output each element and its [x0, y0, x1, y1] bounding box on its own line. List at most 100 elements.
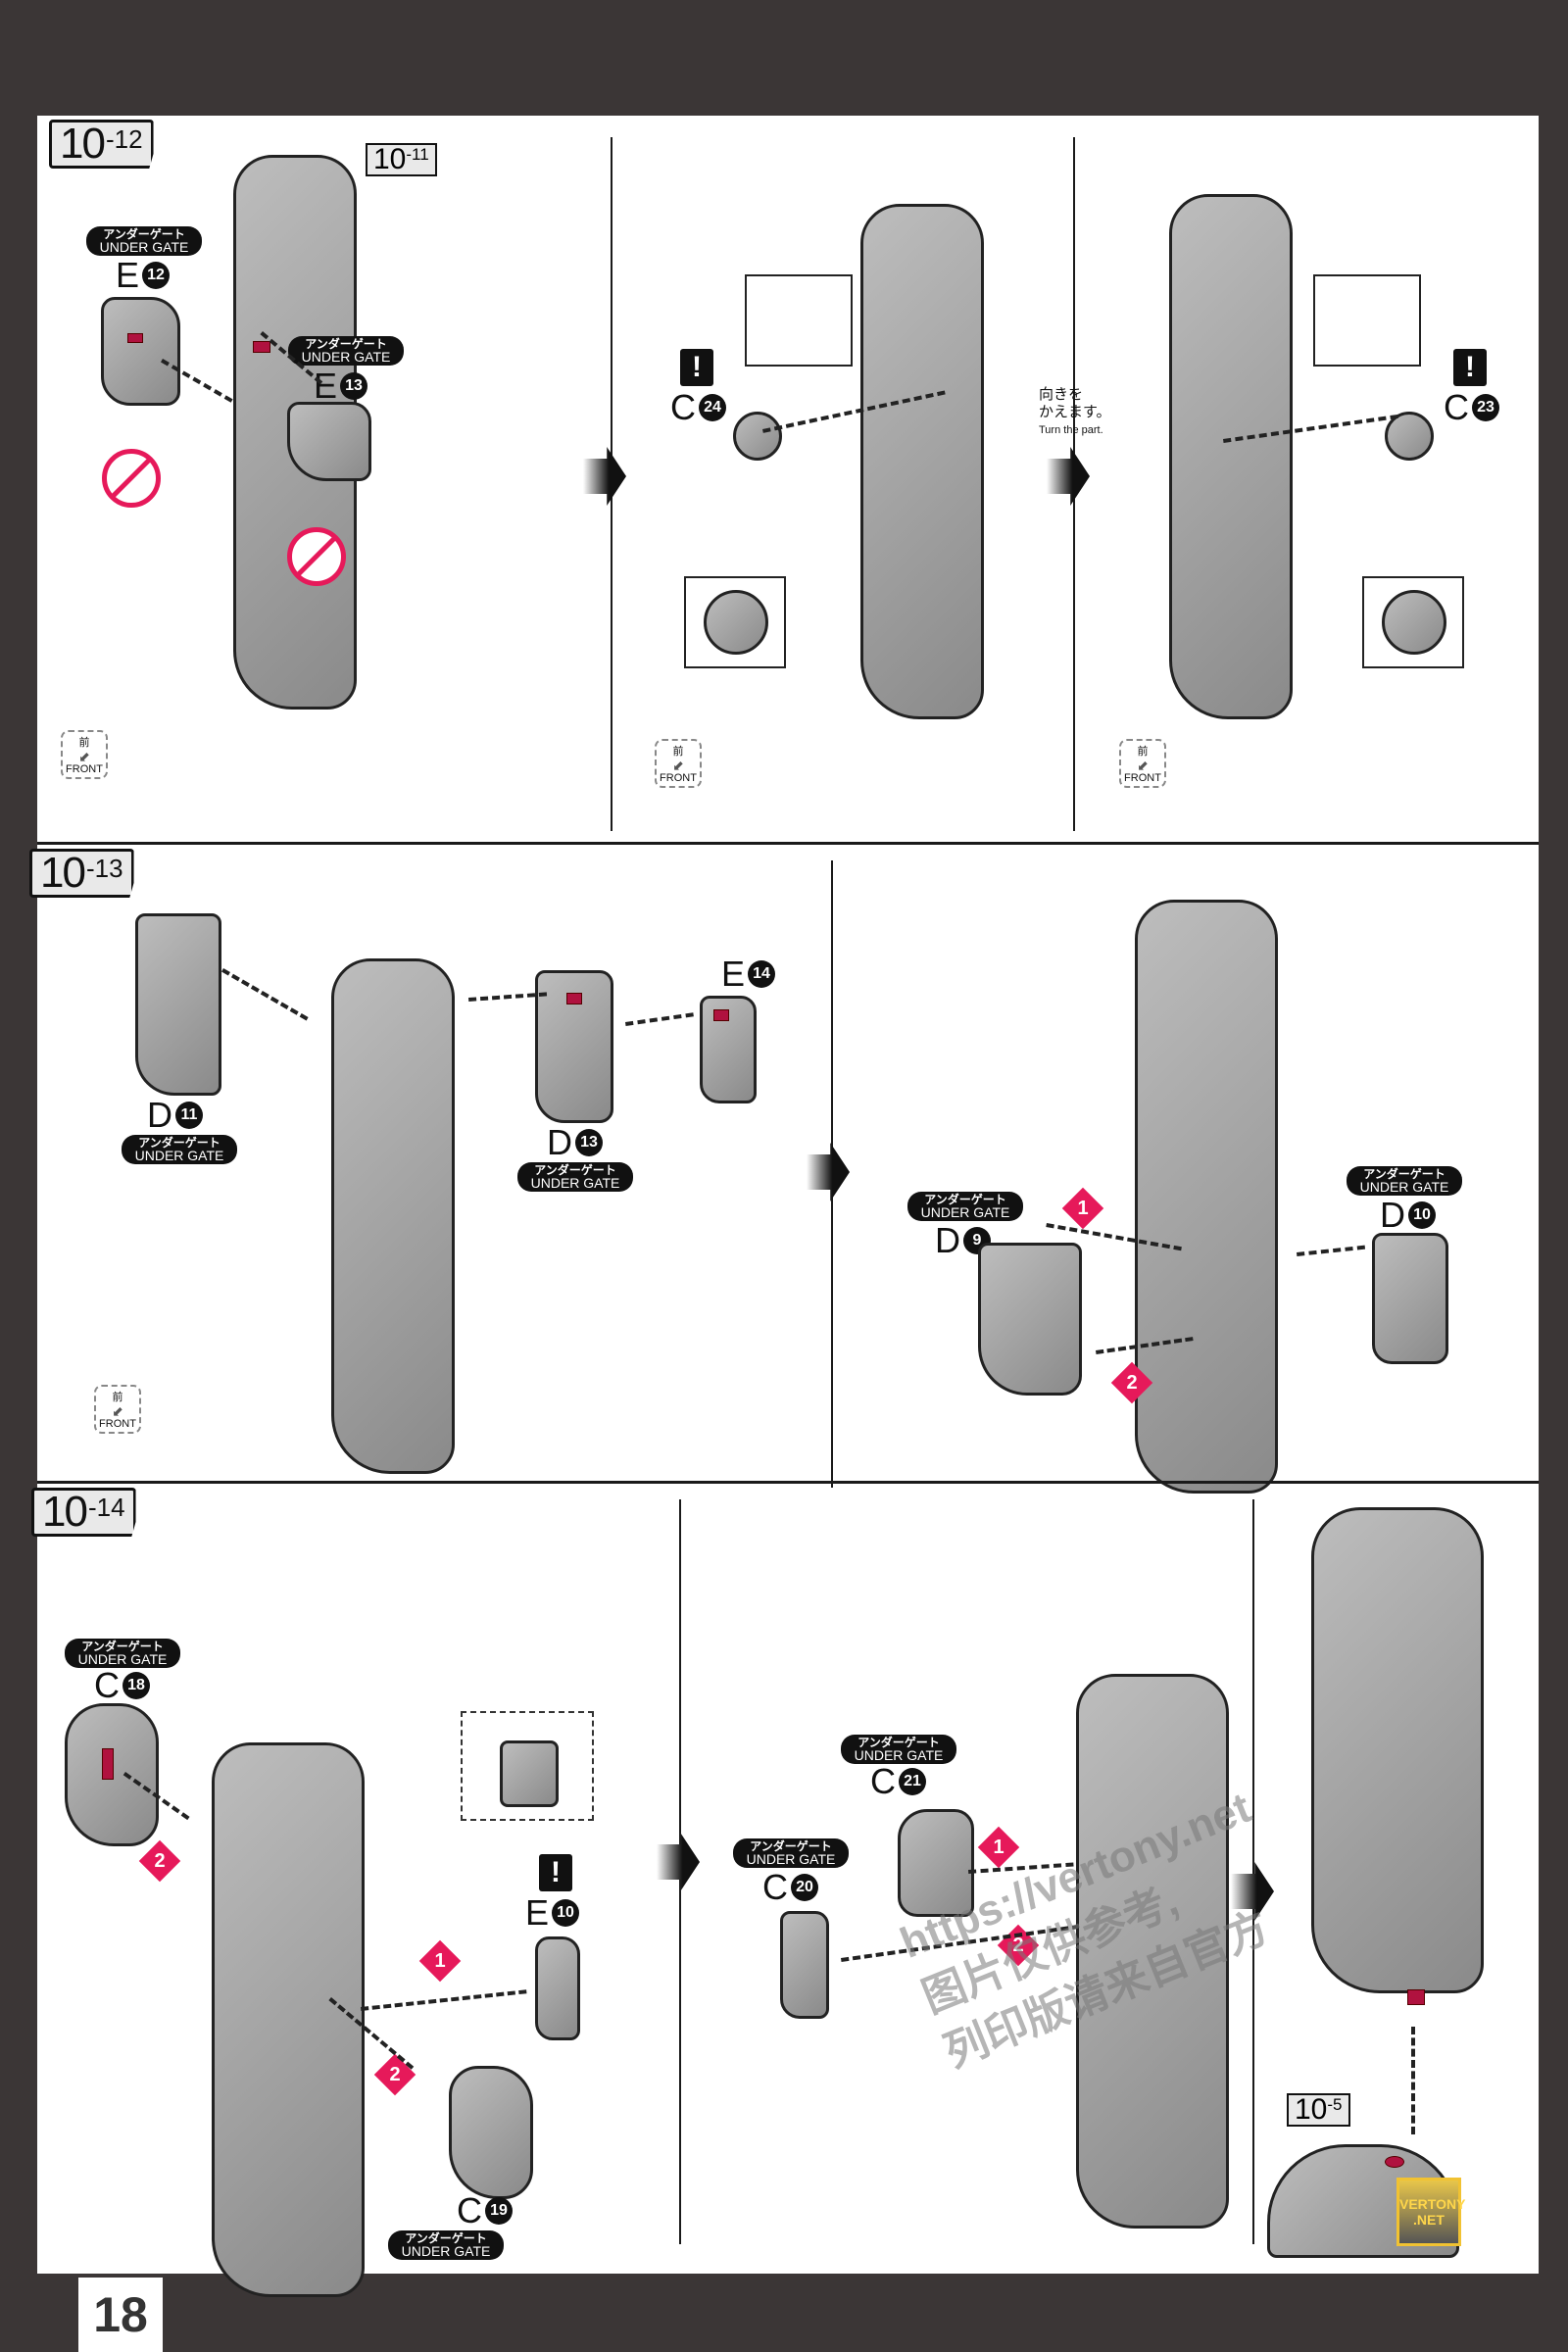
runner-letter: C [457, 2190, 482, 2230]
under-gate-en: UNDER GATE [746, 1851, 836, 1867]
part-D11-illustration [135, 913, 221, 1096]
part-number: 23 [1472, 394, 1499, 421]
note-jp-line1: 向きを [1039, 386, 1084, 403]
part-detail-illustration [1382, 590, 1446, 655]
part-D10-illustration [1372, 1233, 1448, 1364]
part-number: 11 [175, 1102, 203, 1129]
under-gate-en: UNDER GATE [854, 1747, 944, 1763]
front-jp: 前 [78, 737, 90, 749]
runner-letter: E [721, 954, 746, 994]
assembly-arrow-1 [361, 1989, 527, 2011]
runner-letter: D [935, 1220, 960, 1260]
runner-letter: C [870, 1761, 896, 1801]
order-badge-1: 1 [1061, 1187, 1104, 1230]
step-minor: -12 [105, 124, 143, 154]
detail-zoom-box [461, 1711, 594, 1821]
under-gate-jp: アンダーゲート [138, 1136, 220, 1150]
order-badge-2: 2 [1110, 1361, 1153, 1404]
leg-assembly-illustration [212, 1742, 365, 2297]
under-gate-en: UNDER GATE [301, 349, 391, 365]
no-nipper-icon [102, 449, 161, 508]
step-major: 10 [42, 1488, 88, 1536]
front-indicator: 前⬋FRONT [655, 739, 702, 788]
runner-letter: E [116, 255, 140, 295]
step-major: 10 [60, 120, 106, 168]
under-gate-jp: アンダーゲート [924, 1193, 1006, 1206]
front-jp: 前 [112, 1392, 123, 1403]
part-number: 24 [699, 394, 726, 421]
front-jp: 前 [1137, 746, 1149, 758]
front-jp: 前 [672, 746, 684, 758]
runner-letter: D [1380, 1195, 1405, 1235]
front-indicator: 前⬋FRONT [61, 730, 108, 779]
panel-divider [1252, 1499, 1254, 2244]
front-indicator: 前⬋FRONT [94, 1385, 141, 1434]
front-arrow-icon: ⬋ [112, 1403, 123, 1419]
assembly-arrow [1411, 2027, 1415, 2134]
part-number: 21 [899, 1768, 926, 1795]
runner-letter: C [762, 1867, 788, 1907]
detail-zoom-box [1362, 576, 1464, 668]
part-E13-illustration [287, 402, 371, 481]
warning-symbol: ! [692, 351, 702, 383]
part-D9-illustration [978, 1243, 1082, 1396]
front-indicator: 前⬋FRONT [1119, 739, 1166, 788]
part-number: 13 [575, 1129, 603, 1156]
under-gate-en: UNDER GATE [1359, 1179, 1449, 1195]
leg-assembly-illustration [860, 204, 984, 719]
runner-letter: E [314, 366, 338, 406]
ref-major: 10 [373, 143, 407, 175]
next-step-arrow-icon [583, 447, 626, 506]
vertony-logo-badge: VERTONY .NET [1396, 2178, 1465, 2246]
part-E12-illustration [101, 297, 180, 406]
part-number: 10 [552, 1899, 580, 1927]
order-number: 1 [1077, 1197, 1089, 1219]
under-gate-en: UNDER GATE [99, 239, 189, 255]
badge-line2: .NET [1413, 2212, 1445, 2228]
part-number: 19 [485, 2197, 513, 2225]
turn-part-note: 向きを かえます。 Turn the part. [1039, 386, 1111, 439]
step-major: 10 [40, 849, 86, 897]
part-number: 10 [1408, 1201, 1436, 1229]
under-gate-en: UNDER GATE [920, 1204, 1010, 1220]
order-badge-1: 1 [977, 1826, 1020, 1869]
peg-highlight [102, 1748, 114, 1780]
part-number: 14 [748, 960, 776, 988]
under-gate-jp: アンダーゲート [858, 1736, 940, 1749]
warning-icon: ! [680, 349, 713, 386]
page-number: 18 [78, 2278, 163, 2352]
next-step-arrow-icon [657, 1833, 700, 1891]
detail-zoom-box [1313, 274, 1421, 367]
warning-icon: ! [539, 1854, 572, 1891]
order-number: 2 [1126, 1371, 1138, 1394]
part-C24-illustration [733, 412, 782, 461]
no-nipper-icon [287, 527, 346, 586]
note-en: Turn the part. [1039, 424, 1103, 436]
peg-highlight [1407, 1989, 1425, 2005]
section-divider [37, 1481, 1539, 1484]
part-number: 13 [340, 372, 368, 400]
peg-highlight [253, 341, 270, 353]
front-arrow-icon: ⬋ [1137, 758, 1149, 773]
part-E10-illustration [535, 1936, 580, 2040]
socket-highlight [1385, 2156, 1404, 2168]
next-step-arrow-icon [807, 1143, 850, 1201]
detail-zoom-box [684, 576, 786, 668]
peg-highlight [713, 1009, 729, 1021]
warning-symbol: ! [551, 1856, 561, 1888]
front-en: FRONT [99, 1418, 136, 1430]
under-gate-jp: アンダーゲート [305, 337, 387, 351]
step-label-10-14: 10-14 [31, 1488, 136, 1537]
